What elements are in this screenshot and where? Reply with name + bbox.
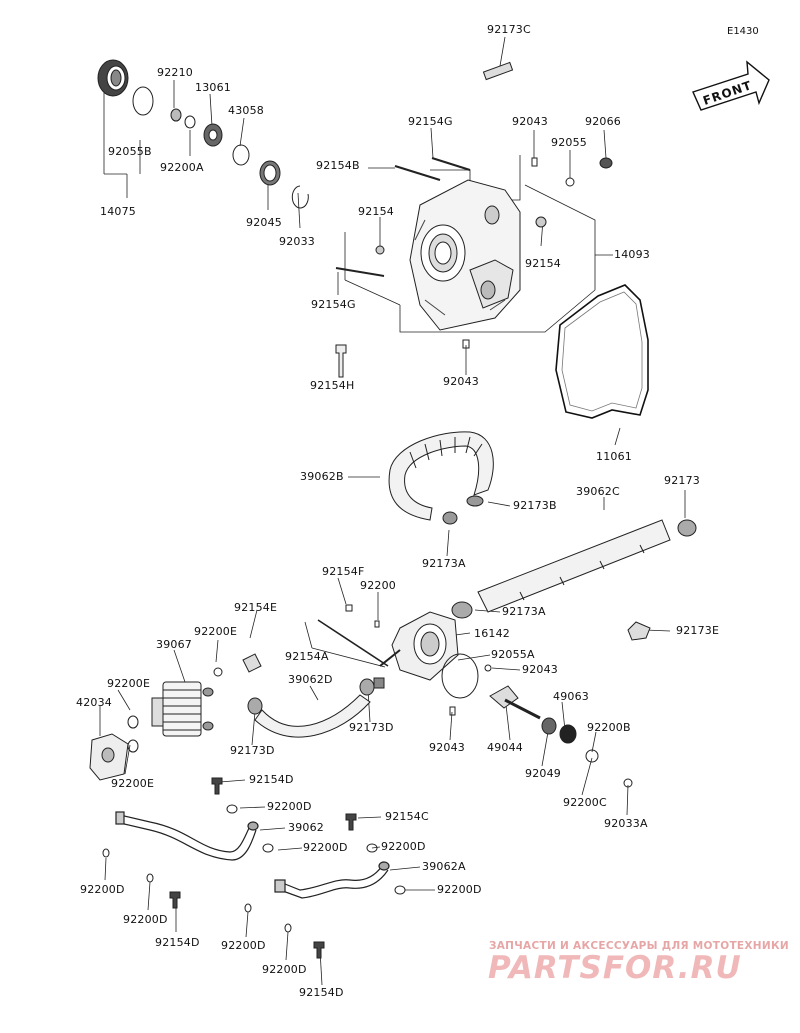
callout-92055[interactable]: 92055 [551, 136, 587, 149]
callout-92154B[interactable]: 92154B [316, 159, 360, 172]
callout-92173C[interactable]: 92173C [487, 23, 531, 36]
callout-14075[interactable]: 14075 [100, 205, 136, 218]
callout-92154[interactable]: 92154 [525, 257, 561, 270]
oil-cooler-39067 [151, 681, 214, 737]
callout-39067[interactable]: 39067 [156, 638, 192, 651]
callout-92154E[interactable]: 92154E [234, 601, 278, 614]
callout-92173A[interactable]: 92173A [422, 557, 466, 570]
callout-92200[interactable]: 92200 [360, 579, 396, 592]
callout-92154F[interactable]: 92154F [322, 565, 365, 578]
callout-92200D[interactable]: 92200D [437, 883, 482, 896]
callout-13061[interactable]: 13061 [195, 81, 231, 94]
callout-92033[interactable]: 92033 [279, 235, 315, 248]
callout-92173B[interactable]: 92173B [513, 499, 557, 512]
callout-92043[interactable]: 92043 [443, 375, 479, 388]
fitting-92154E [242, 653, 262, 673]
callout-92200D[interactable]: 92200D [381, 840, 426, 853]
oil-pipe-39062A [274, 861, 390, 899]
watermark-brand: PARTSFOR.RU [488, 950, 742, 986]
callout-39062A[interactable]: 39062A [422, 860, 466, 873]
oil-pipe-39062 [115, 811, 259, 861]
callout-92200D[interactable]: 92200D [221, 939, 266, 952]
callout-92173[interactable]: 92173 [664, 474, 700, 487]
callout-92043[interactable]: 92043 [522, 663, 558, 676]
water-pump-16142 [379, 611, 459, 681]
callout-92154D[interactable]: 92154D [299, 986, 344, 999]
callout-92200B[interactable]: 92200B [587, 721, 631, 734]
callout-39062D[interactable]: 39062D [288, 673, 333, 686]
callout-92033A[interactable]: 92033A [604, 817, 648, 830]
o-ring-92055B [132, 86, 154, 116]
callout-49063[interactable]: 49063 [553, 690, 589, 703]
callout-42034[interactable]: 42034 [76, 696, 112, 709]
callout-92173A[interactable]: 92173A [502, 605, 546, 618]
callout-92200D[interactable]: 92200D [303, 841, 348, 854]
catalog-code: E1430 [727, 26, 759, 37]
hose-39062B [388, 431, 494, 521]
shaft-49044 [489, 685, 541, 720]
callout-92043[interactable]: 92043 [512, 115, 548, 128]
callout-92200D[interactable]: 92200D [123, 913, 168, 926]
callout-92049[interactable]: 92049 [525, 767, 561, 780]
callout-92154H[interactable]: 92154H [310, 379, 355, 392]
hose-39062D [254, 694, 371, 738]
callout-43058[interactable]: 43058 [228, 104, 264, 117]
callout-92200A[interactable]: 92200A [160, 161, 204, 174]
callout-92173E[interactable]: 92173E [676, 624, 720, 637]
callout-39062C[interactable]: 39062C [576, 485, 620, 498]
callout-92173D[interactable]: 92173D [230, 744, 275, 757]
callout-92154G[interactable]: 92154G [408, 115, 453, 128]
callout-92154[interactable]: 92154 [358, 205, 394, 218]
gasket-11061 [555, 284, 649, 419]
callout-92045[interactable]: 92045 [246, 216, 282, 229]
callout-16142[interactable]: 16142 [474, 627, 510, 640]
callout-92173D[interactable]: 92173D [349, 721, 394, 734]
callout-92200D[interactable]: 92200D [267, 800, 312, 813]
callout-92200C[interactable]: 92200C [563, 796, 607, 809]
callout-92055A[interactable]: 92055A [491, 648, 535, 661]
callout-92154C[interactable]: 92154C [385, 810, 429, 823]
o-ring-92055A [441, 653, 479, 699]
housing-42034 [89, 733, 129, 781]
callout-92200E[interactable]: 92200E [107, 677, 151, 690]
callout-92055B[interactable]: 92055B [108, 145, 152, 158]
callout-92154A[interactable]: 92154A [285, 650, 329, 663]
callout-39062B[interactable]: 39062B [300, 470, 344, 483]
callout-92200E[interactable]: 92200E [111, 777, 155, 790]
callout-92154D[interactable]: 92154D [155, 936, 200, 949]
callout-92210[interactable]: 92210 [157, 66, 193, 79]
callout-49044[interactable]: 49044 [487, 741, 523, 754]
clutch-cover-14093 [409, 179, 521, 331]
seal-14075 [97, 59, 129, 97]
circlip-92033 [291, 185, 309, 209]
callout-92043[interactable]: 92043 [429, 741, 465, 754]
callout-39062[interactable]: 39062 [288, 821, 324, 834]
callout-14093[interactable]: 14093 [614, 248, 650, 261]
watermark-subtitle: ЗАПЧАСТИ И АКСЕССУАРЫ ДЛЯ МОТОТЕХНИКИ [489, 940, 789, 952]
hose-39062C [477, 519, 671, 613]
callout-92200D[interactable]: 92200D [80, 883, 125, 896]
callout-92154D[interactable]: 92154D [249, 773, 294, 786]
callout-92154G[interactable]: 92154G [311, 298, 356, 311]
callout-92200D[interactable]: 92200D [262, 963, 307, 976]
callout-92066[interactable]: 92066 [585, 115, 621, 128]
callout-92200E[interactable]: 92200E [194, 625, 238, 638]
callout-11061[interactable]: 11061 [596, 450, 632, 463]
